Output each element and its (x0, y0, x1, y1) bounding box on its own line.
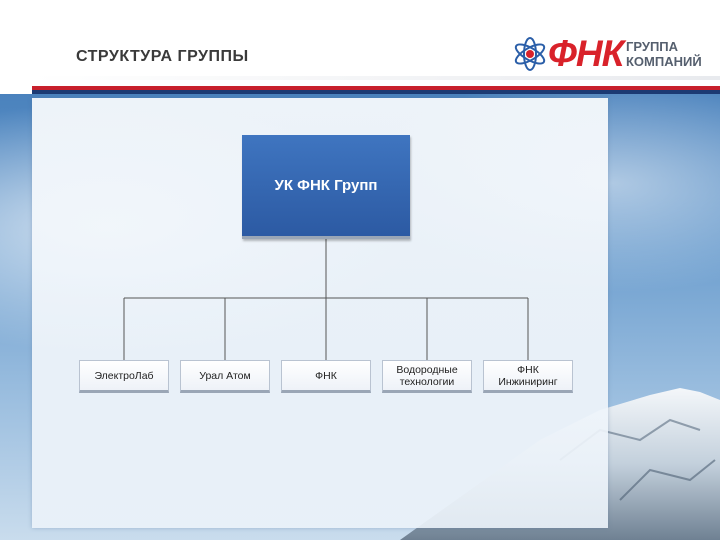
child-node-elektrolab: ЭлектроЛаб (79, 360, 169, 393)
child-node-fnk-engineering: ФНК Инжиниринг (483, 360, 573, 393)
child-node-fnk: ФНК (281, 360, 371, 393)
root-node: УК ФНК Групп (242, 135, 410, 239)
child-node-ural-atom: Урал Атом (180, 360, 270, 393)
child-node-hydrogen-tech: Водородные технологии (382, 360, 472, 393)
